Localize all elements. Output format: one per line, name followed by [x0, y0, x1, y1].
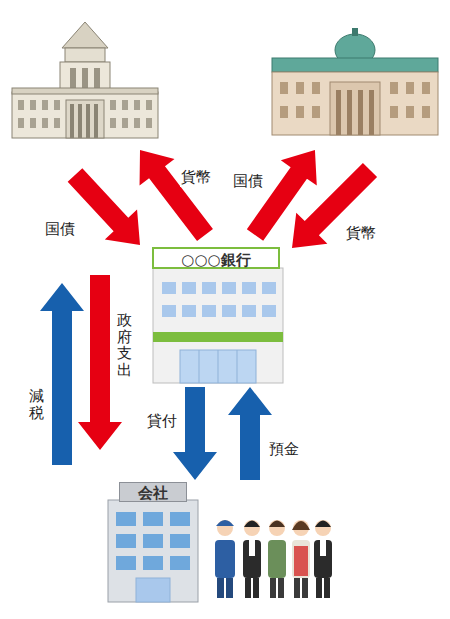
company-building	[108, 500, 198, 602]
flow-label: 貨幣	[180, 168, 212, 187]
bank-building	[153, 268, 283, 383]
workers	[215, 520, 332, 598]
central-bank-building	[272, 28, 438, 135]
flow-arrow	[173, 387, 217, 480]
bank-node: ○○○銀行	[150, 245, 286, 385]
flow-label: 国債	[232, 172, 264, 191]
flow-label: 国債	[44, 220, 76, 239]
building-sign: 会社	[119, 482, 187, 502]
flow-label: 預金	[268, 440, 300, 459]
flow-label: 貨幣	[345, 224, 377, 243]
flow-arrow	[228, 387, 272, 480]
flow-label: 貸付	[146, 412, 178, 431]
flow-label: 政府支出	[116, 312, 133, 378]
building-sign: ○○○銀行	[152, 247, 280, 269]
company-node: 会社	[105, 482, 337, 602]
diet-building	[12, 22, 158, 138]
flow-label: 減税	[28, 388, 45, 421]
flow-arrows	[40, 137, 386, 465]
